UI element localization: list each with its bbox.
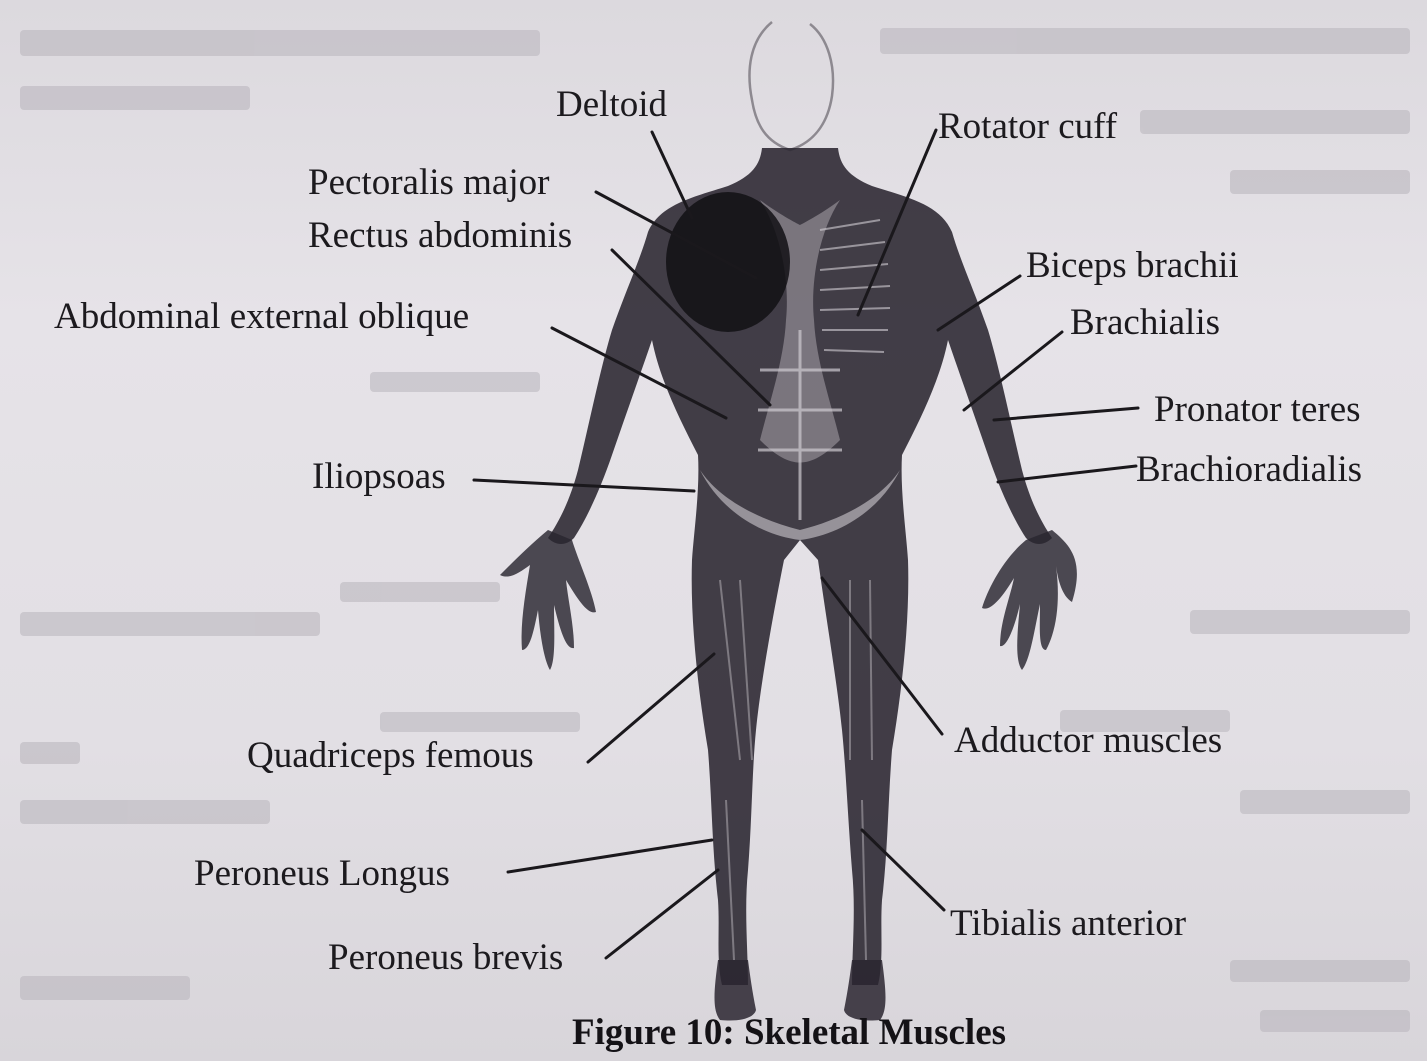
label-pronator-teres: Pronator teres [1154,391,1361,428]
label-rectus-abdominis: Rectus abdominis [308,217,572,254]
label-quadriceps-femous: Quadriceps femous [247,737,534,774]
label-biceps-brachii: Biceps brachii [1026,247,1239,284]
leader-peroneus-brevis [606,870,718,958]
label-peroneus-longus: Peroneus Longus [194,855,450,892]
label-rotator-cuff: Rotator cuff [938,108,1117,145]
label-brachialis: Brachialis [1070,304,1220,341]
label-abdominal-external-oblique: Abdominal external oblique [54,298,469,335]
label-adductor-muscles: Adductor muscles [954,722,1222,759]
figure-caption: Figure 10: Skeletal Muscles [572,1014,1006,1051]
label-peroneus-brevis: Peroneus brevis [328,939,563,976]
leader-pronator-teres [994,408,1138,420]
label-tibialis-anterior: Tibialis anterior [950,905,1186,942]
label-pectoralis-major: Pectoralis major [308,164,549,201]
head-outline [749,22,833,150]
label-brachioradialis: Brachioradialis [1136,451,1362,488]
body-silhouette [500,148,1077,1021]
label-deltoid: Deltoid [556,86,667,123]
leader-deltoid [652,132,692,218]
label-iliopsoas: Iliopsoas [312,458,446,495]
leader-quadriceps-femous [588,654,714,762]
leader-peroneus-longus [508,840,712,872]
